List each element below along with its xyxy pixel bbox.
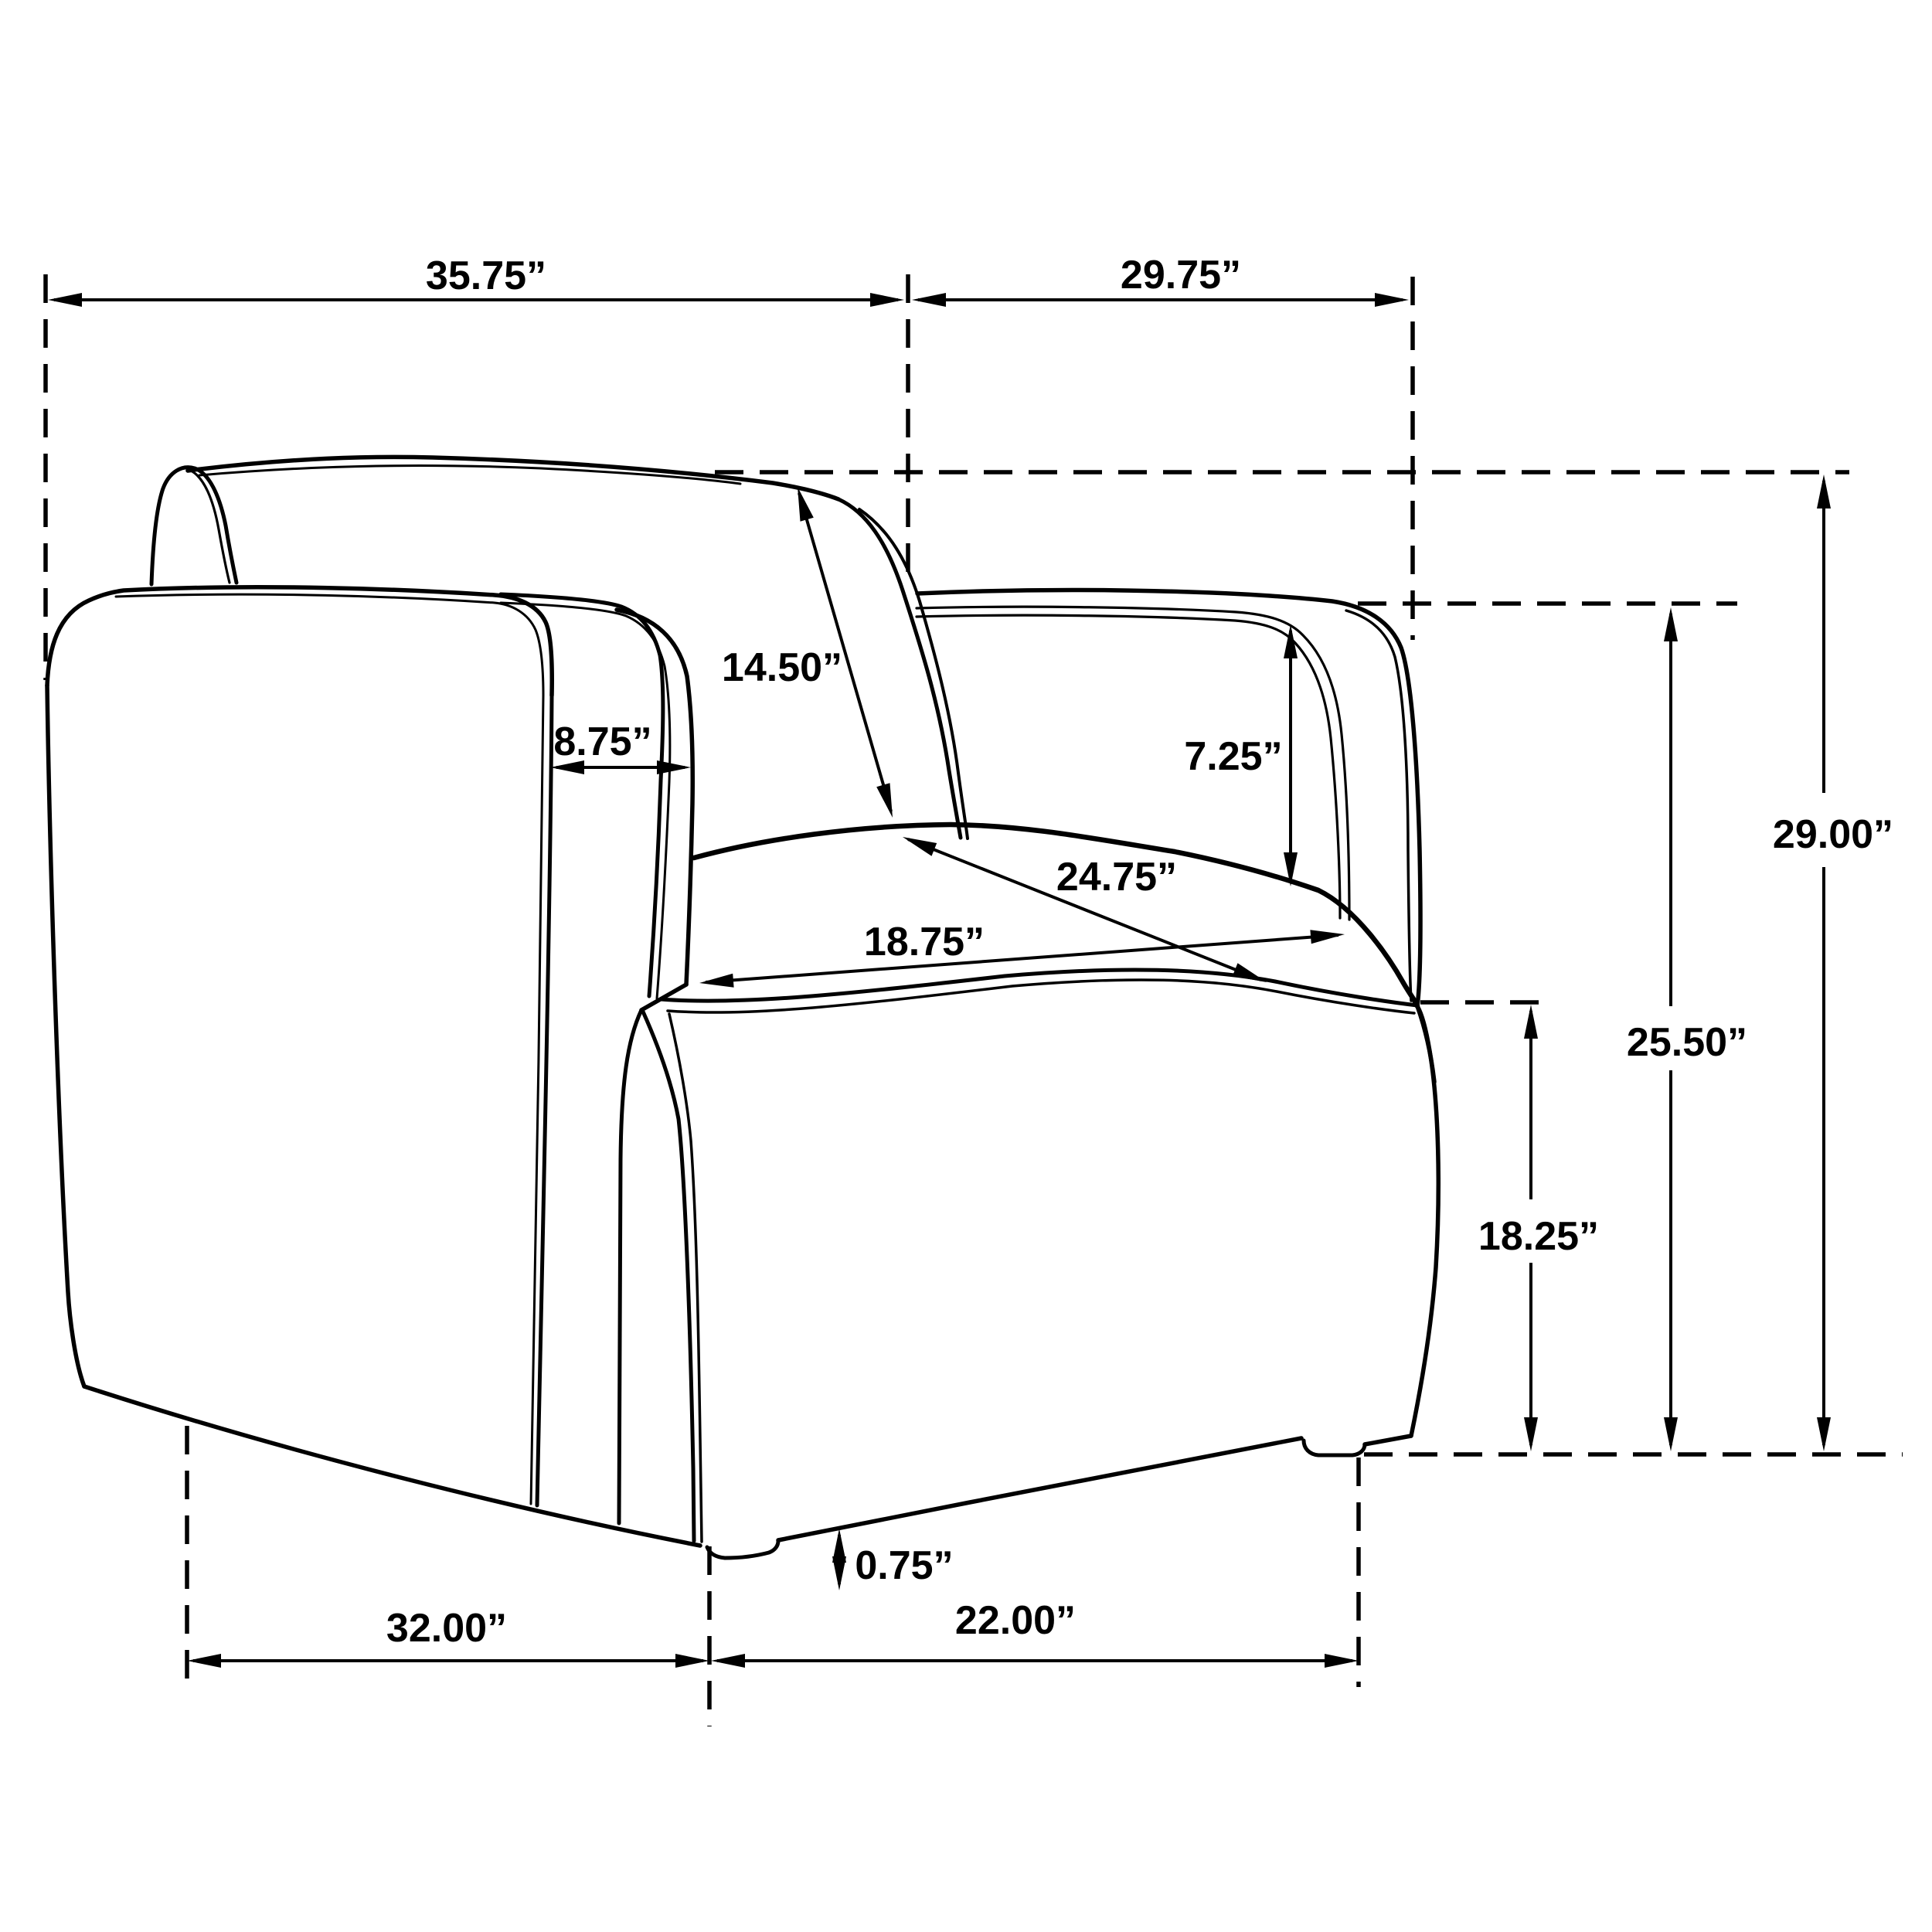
svg-text:32.00”: 32.00” <box>386 1606 507 1651</box>
svg-text:18.75”: 18.75” <box>864 920 985 964</box>
svg-text:7.25”: 7.25” <box>1184 734 1282 779</box>
svg-text:35.75”: 35.75” <box>426 253 546 298</box>
svg-text:0.75”: 0.75” <box>855 1543 953 1588</box>
svg-text:8.75”: 8.75” <box>553 719 651 764</box>
svg-text:29.75”: 29.75” <box>1121 253 1241 298</box>
svg-text:14.50”: 14.50” <box>722 645 842 690</box>
svg-text:29.00”: 29.00” <box>1773 812 1893 857</box>
svg-text:18.25”: 18.25” <box>1478 1214 1599 1259</box>
svg-text:22.00”: 22.00” <box>955 1598 1076 1643</box>
svg-text:25.50”: 25.50” <box>1627 1020 1747 1065</box>
svg-text:24.75”: 24.75” <box>1056 855 1177 900</box>
